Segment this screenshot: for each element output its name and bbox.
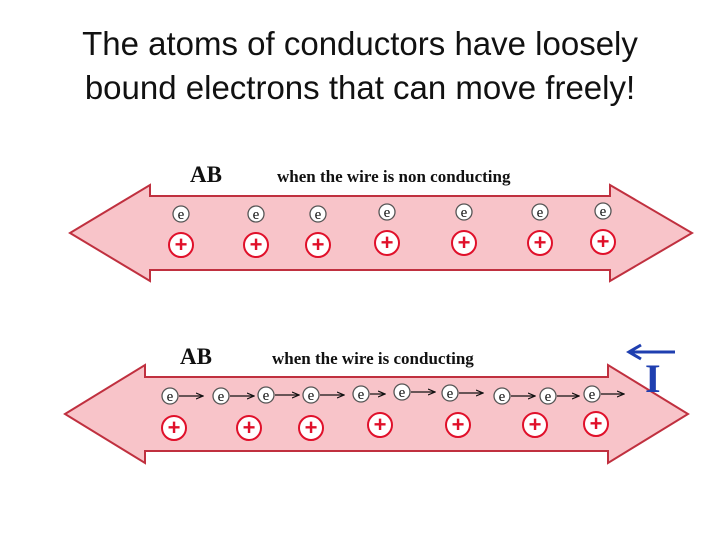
plus-symbol: +: [590, 411, 603, 436]
electron-symbol: e: [308, 388, 315, 404]
electron: e: [247, 205, 265, 223]
current-symbol: I: [645, 356, 661, 401]
plus-symbol: +: [305, 415, 318, 440]
electron-symbol: e: [218, 389, 225, 405]
plus-symbol: +: [243, 415, 256, 440]
electron: e: [441, 384, 483, 402]
positive-ion: +: [590, 229, 616, 255]
wire-label-ab: AB: [190, 162, 222, 187]
current-direction-icon: I: [626, 343, 675, 401]
electron-symbol: e: [167, 389, 174, 405]
panel-non-conducting: AB when the wire is non conducting e e e…: [68, 162, 694, 283]
electron: e: [309, 205, 327, 223]
positive-ion: +: [367, 412, 393, 438]
electron: e: [531, 203, 549, 221]
plus-symbol: +: [168, 415, 181, 440]
plus-symbol: +: [534, 230, 547, 255]
electron: e: [212, 387, 254, 405]
electron: e: [455, 203, 473, 221]
positive-ion: +: [305, 232, 331, 258]
plus-symbol: +: [458, 230, 471, 255]
electron-symbol: e: [600, 204, 607, 220]
plus-symbol: +: [312, 232, 325, 257]
slide-title: The atoms of conductors have loosely bou…: [0, 22, 720, 110]
electron-symbol: e: [253, 207, 260, 223]
positive-ion: +: [451, 230, 477, 256]
electron: e: [539, 387, 579, 405]
title-line-2: bound electrons that can move freely!: [84, 69, 636, 106]
electron-symbol: e: [399, 385, 406, 401]
electron: e: [378, 203, 396, 221]
electron-symbol: e: [263, 388, 270, 404]
electron-symbol: e: [499, 389, 506, 405]
electron-symbol: e: [384, 205, 391, 221]
positive-ion: +: [161, 415, 187, 441]
electron-symbol: e: [178, 207, 185, 223]
plus-symbol: +: [597, 229, 610, 254]
positive-ion: +: [298, 415, 324, 441]
plus-symbol: +: [452, 412, 465, 437]
positive-ion: +: [168, 232, 194, 258]
wire-state-caption: when the wire is conducting: [272, 349, 474, 368]
plus-symbol: +: [529, 412, 542, 437]
electron-symbol: e: [461, 205, 468, 221]
plus-symbol: +: [175, 232, 188, 257]
electron: e: [594, 202, 612, 220]
positive-ion: +: [583, 411, 609, 437]
plus-symbol: +: [381, 230, 394, 255]
positive-ion: +: [527, 230, 553, 256]
wire-state-caption: when the wire is non conducting: [277, 167, 511, 186]
electron: e: [161, 387, 203, 405]
title-line-1: The atoms of conductors have loosely: [82, 25, 638, 62]
electron: e: [393, 383, 435, 401]
electron-symbol: e: [447, 386, 454, 402]
plus-symbol: +: [374, 412, 387, 437]
electron: e: [302, 386, 344, 404]
electron-symbol: e: [537, 205, 544, 221]
electron-symbol: e: [545, 389, 552, 405]
electron-symbol: e: [589, 387, 596, 403]
positive-ion: +: [243, 232, 269, 258]
positive-ion: +: [374, 230, 400, 256]
wire-label-ab: AB: [180, 344, 212, 369]
electron: e: [583, 385, 624, 403]
positive-ion: +: [236, 415, 262, 441]
electron-symbol: e: [358, 387, 365, 403]
electron: e: [172, 205, 190, 223]
electron: e: [257, 386, 299, 404]
positive-ion: +: [445, 412, 471, 438]
panel-conducting: AB when the wire is conducting I e e: [63, 343, 690, 465]
plus-symbol: +: [250, 232, 263, 257]
positive-ion: +: [522, 412, 548, 438]
electron: e: [493, 387, 535, 405]
electron-symbol: e: [315, 207, 322, 223]
electron: e: [352, 385, 385, 403]
